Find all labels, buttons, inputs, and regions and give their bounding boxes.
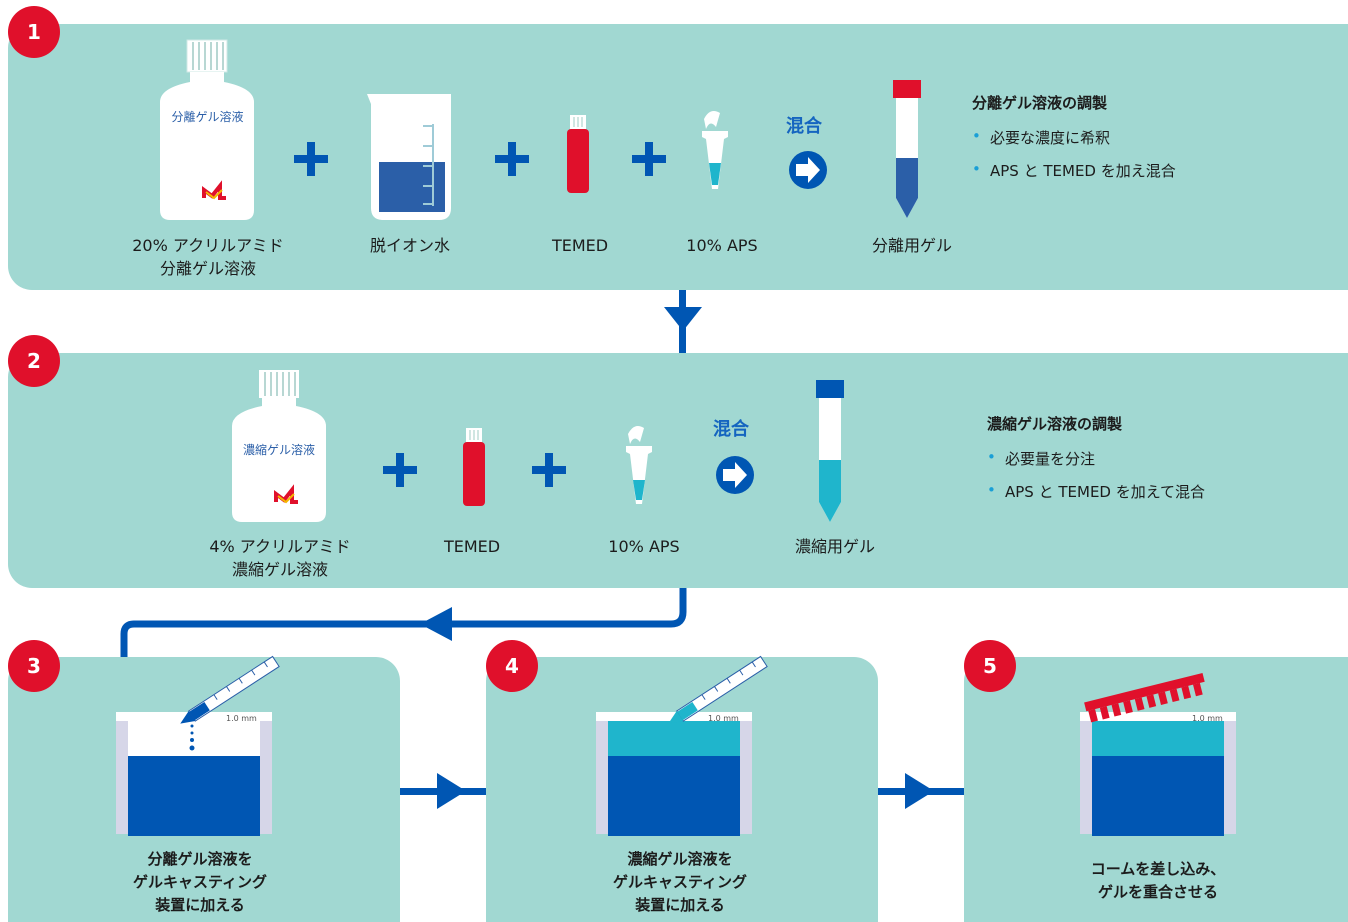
- step2-side-title: 濃縮ゲル溶液の調製: [987, 415, 1123, 433]
- acrylamide-bottle-icon: [232, 370, 326, 522]
- step2-item2-label: TEMED: [443, 537, 501, 556]
- step5-caption-line: コームを差し込み、: [1090, 860, 1226, 878]
- step3-caption-line: ゲルキャスティング: [132, 873, 268, 891]
- comb-icon: [1084, 672, 1205, 723]
- separation-gel-tube-icon: [893, 80, 921, 218]
- connector-1-2-arrowhead: [664, 307, 702, 331]
- step2-item4-label: 濃縮用ゲル: [794, 537, 875, 556]
- beaker-icon: [367, 94, 451, 220]
- step4-thickness-label: 1.0 mm: [708, 714, 739, 723]
- step5-caption-line: ゲルを重合させる: [1097, 883, 1218, 901]
- step1-side-item: APS と TEMED を加え混合: [972, 160, 1312, 181]
- connector-2-3-arrowhead: [420, 607, 452, 641]
- step1-badge: 1: [8, 6, 60, 58]
- plus-icon: [294, 140, 328, 178]
- plus-icon: [532, 451, 566, 489]
- gel-cassette-step3-icon: [116, 655, 280, 836]
- step1-item4-label: 10% APS: [686, 236, 758, 255]
- step4-caption-line: 濃縮ゲル溶液を: [627, 850, 733, 868]
- stacking-gel-tube-icon: [816, 380, 844, 522]
- mix-arrow-icon: [716, 456, 754, 494]
- step2-item3-label: 10% APS: [608, 537, 680, 556]
- step2-description: 濃縮ゲル溶液の調製 必要量を分注 APS と TEMED を加えて混合: [987, 413, 1327, 514]
- plus-icon: [632, 140, 666, 178]
- step4-caption-line: ゲルキャスティング: [612, 873, 748, 891]
- step5-thickness-label: 1.0 mm: [1192, 714, 1223, 723]
- step1-item1-line1: 20% アクリルアミド: [132, 236, 284, 255]
- acrylamide-bottle-icon: [160, 39, 254, 220]
- step1-description: 分離ゲル溶液の調製 必要な濃度に希釈 APS と TEMED を加え混合: [972, 92, 1312, 193]
- step1-item1-label: 20% アクリルアミド 分離ゲル溶液: [118, 234, 298, 280]
- step2-side-item: 必要量を分注: [987, 448, 1327, 469]
- step1-item1-line2: 分離ゲル溶液: [159, 259, 256, 278]
- plus-icon: [495, 140, 529, 178]
- merck-logo-icon: [202, 180, 226, 200]
- step4-badge: 4: [486, 640, 538, 692]
- step2-bottle-label: 濃縮ゲル溶液: [242, 443, 315, 457]
- step2-item1-label: 4% アクリルアミド 濃縮ゲル溶液: [190, 535, 370, 581]
- step2-item1-line2: 濃縮ゲル溶液: [231, 560, 328, 579]
- plus-icon: [383, 451, 417, 489]
- mix-arrow-icon: [789, 151, 827, 189]
- step5-badge: 5: [964, 640, 1016, 692]
- step1-item2-label: 脱イオン水: [369, 236, 450, 255]
- step2-side-item: APS と TEMED を加えて混合: [987, 481, 1327, 502]
- step2-mix-label: 混合: [713, 419, 749, 440]
- step2-badge: 2: [8, 335, 60, 387]
- step4-caption: 濃縮ゲル溶液を ゲルキャスティング 装置に加える: [570, 848, 790, 917]
- step1-mix-label: 混合: [786, 116, 822, 137]
- step2-item1-line1: 4% アクリルアミド: [209, 537, 351, 556]
- step5-caption: コームを差し込み、 ゲルを重合させる: [1048, 858, 1268, 904]
- step3-caption: 分離ゲル溶液を ゲルキャスティング 装置に加える: [90, 848, 310, 917]
- connector-3-4-arrowhead: [437, 773, 466, 809]
- step1-bottle-label: 分離ゲル溶液: [171, 110, 244, 124]
- temed-vial-icon: [567, 115, 589, 193]
- step3-caption-line: 装置に加える: [155, 896, 245, 914]
- step1-side-title: 分離ゲル溶液の調製: [972, 94, 1108, 112]
- step3-badge: 3: [8, 640, 60, 692]
- step1-side-item: 必要な濃度に希釈: [972, 127, 1312, 148]
- step1-item5-label: 分離用ゲル: [871, 236, 952, 255]
- step2-panel: [8, 353, 1348, 588]
- step4-caption-line: 装置に加える: [635, 896, 725, 914]
- gel-cassette-step4-icon: [596, 655, 768, 836]
- merck-logo-icon: [274, 484, 298, 504]
- aps-tube-icon: [626, 426, 652, 504]
- step3-thickness-label: 1.0 mm: [226, 714, 257, 723]
- step3-caption-line: 分離ゲル溶液を: [147, 850, 253, 868]
- aps-tube-icon: [702, 111, 728, 189]
- gel-cassette-step5-icon: [1080, 672, 1236, 836]
- pipette-icon: [668, 655, 768, 724]
- pipette-icon: [180, 655, 280, 724]
- temed-vial-icon: [463, 428, 485, 506]
- connector-2-3-line: [120, 588, 687, 657]
- step1-item3-label: TEMED: [551, 236, 609, 255]
- connector-4-5-arrowhead: [905, 773, 934, 809]
